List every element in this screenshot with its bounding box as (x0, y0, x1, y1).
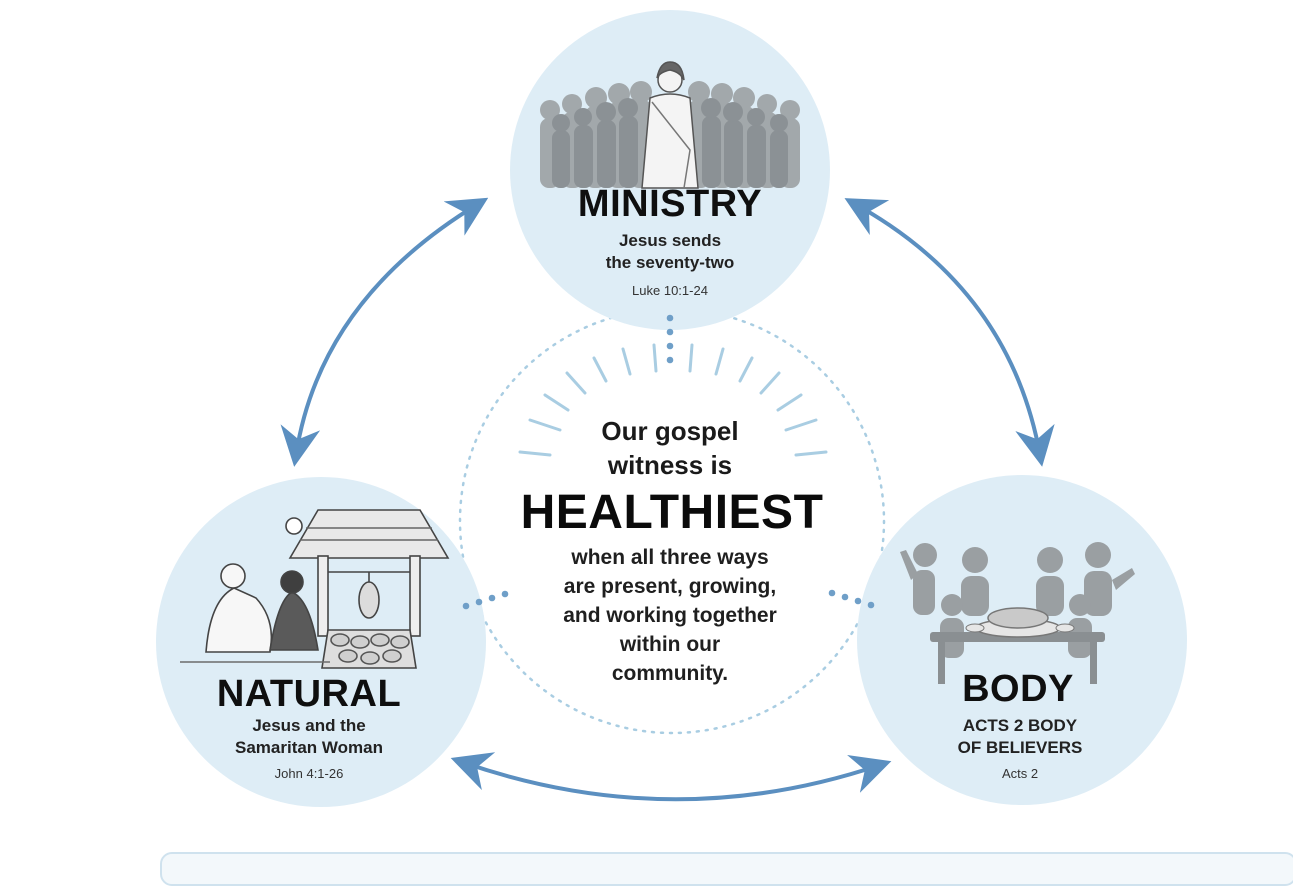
well-conversation-icon (180, 509, 450, 669)
diagram-graphics (156, 10, 1187, 807)
ministry-title: MINISTRY (577, 183, 763, 225)
body-reference: Acts 2 (1001, 766, 1039, 781)
natural-subtitle-line-2: Samaritan Woman (234, 738, 384, 757)
crowd-with-jesus-icon (540, 61, 800, 189)
center-emphasis: HEALTHIEST (520, 486, 824, 539)
body-title: BODY (962, 668, 1074, 710)
center-rest-line-5: community. (611, 662, 729, 685)
center-rest-line-1: when all three ways (571, 546, 769, 569)
jesus-figure (641, 61, 699, 189)
center-line-1: Our gospel (601, 416, 739, 446)
shared-meal-table-icon (900, 542, 1135, 684)
ministry-reference: Luke 10:1-24 (632, 283, 708, 298)
center-rest-line-3: and working together (563, 604, 777, 627)
ministry-subtitle-line-1: Jesus sends (618, 231, 722, 250)
center-rest-line-4: within our (619, 633, 721, 656)
center-rest-line-2: are present, growing, (563, 575, 777, 598)
natural-title: NATURAL (216, 673, 402, 715)
body-subtitle-line-2: OF BELIEVERS (957, 738, 1083, 757)
body-subtitle-line-1: ACTS 2 BODY (962, 716, 1078, 735)
center-rays (518, 343, 828, 457)
center-line-2: witness is (607, 450, 733, 480)
cycle-arrows (280, 197, 1055, 802)
natural-subtitle-line-1: Jesus and the (252, 716, 366, 735)
arrow-natural-body (450, 752, 892, 802)
bottom-panel-edge (160, 852, 1293, 886)
ministry-subtitle-line-2: the seventy-two (605, 253, 735, 272)
dotted-connectors (462, 314, 875, 610)
natural-reference: John 4:1-26 (274, 766, 344, 781)
arrow-ministry-body (844, 198, 1055, 467)
cycle-diagram: MINISTRY Jesus sends the seventy-two Luk… (156, 10, 1293, 886)
arrow-ministry-natural (280, 197, 489, 467)
natural-circle (156, 477, 486, 807)
